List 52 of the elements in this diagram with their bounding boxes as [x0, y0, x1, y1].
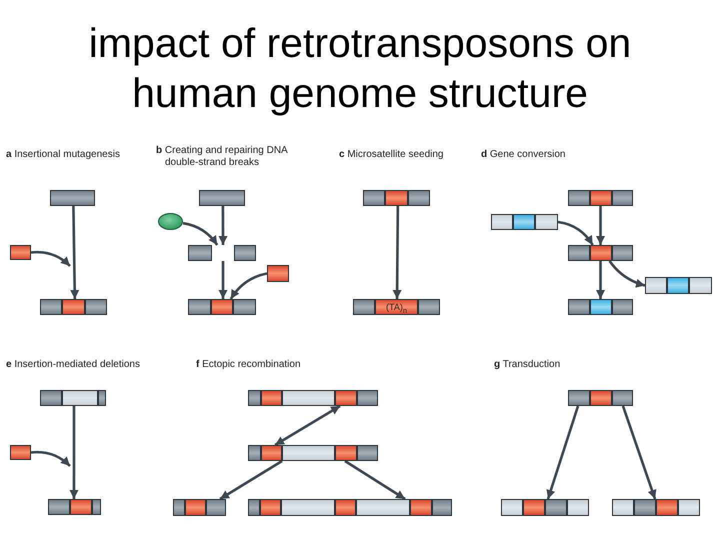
dna-bar: [173, 499, 226, 516]
arrow: [596, 261, 605, 299]
panel-title: b Creating and repairing DNA double-strand breaks: [156, 145, 288, 169]
repeat-label: (TA)$_{n}$: [385, 301, 408, 317]
dna-bar: [40, 390, 106, 406]
curved-arrow: [558, 220, 594, 246]
panel-title: d Gene conversion: [481, 149, 566, 161]
dna-bar: [501, 499, 589, 516]
dna-bar: [50, 190, 95, 206]
arrow: [69, 406, 78, 499]
arrow: [218, 261, 228, 299]
curved-arrow: [230, 272, 268, 300]
dna-bar: [491, 214, 558, 230]
arrow: [219, 460, 283, 500]
dna-bar: [248, 499, 452, 516]
page-title: impact of retrotransposons on human genome structure: [88, 19, 632, 118]
dna-bar: [188, 299, 256, 315]
panel-title: f Ectopic recombination: [196, 359, 301, 371]
dna-bar: [568, 245, 633, 261]
arrow: [70, 206, 80, 300]
dna-bar: [568, 299, 633, 315]
panel-title: g Transduction: [494, 359, 560, 371]
panel-title: c Microsatellite seeding: [339, 149, 444, 161]
insert-segment: [10, 245, 31, 260]
arrow: [218, 206, 228, 245]
dna-bar: [188, 245, 256, 261]
curved-arrow: [182, 222, 218, 246]
dna-bar: [199, 190, 245, 206]
panel-title: e Insertion-mediated deletions: [6, 359, 140, 371]
dna-bar: [353, 299, 440, 315]
curved-arrow: [608, 260, 646, 288]
arrow: [622, 406, 656, 500]
dna-bar: [568, 190, 633, 206]
dna-bar: [48, 499, 101, 515]
dna-bar: [645, 277, 712, 294]
dna-bar: [248, 390, 378, 406]
dna-bar: [40, 299, 107, 315]
arrow: [546, 406, 580, 500]
dna-bar: [568, 390, 633, 406]
arrow: [392, 206, 402, 300]
panel-title: a Insertional mutagenesis: [6, 149, 120, 161]
insert-segment: [10, 445, 31, 460]
insert-segment: [267, 265, 289, 282]
arrow: [596, 206, 605, 245]
arrow: [344, 460, 406, 500]
dna-bar: [363, 190, 430, 206]
curved-arrow: [30, 250, 71, 267]
curved-arrow: [30, 450, 71, 467]
oval-shape: [158, 213, 183, 230]
dna-bar: [612, 499, 700, 516]
double-arrow: [274, 404, 341, 446]
dna-bar: [248, 445, 378, 461]
